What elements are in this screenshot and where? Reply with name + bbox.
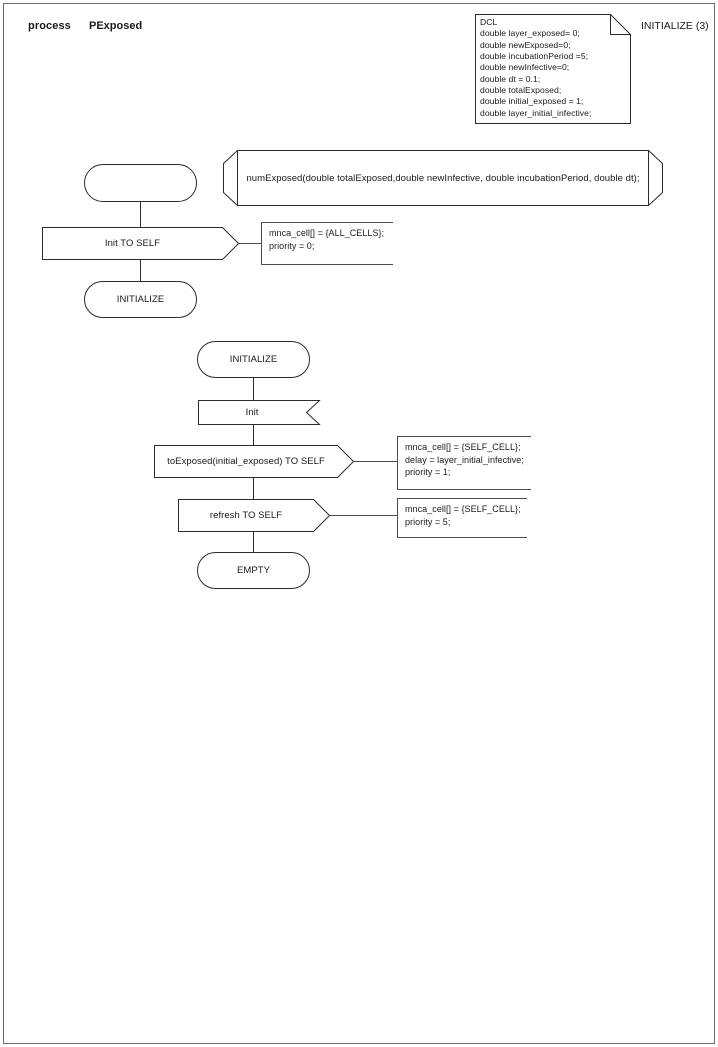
- flow2-comment1-box[interactable]: mnca_cell[] = {SELF_CELL}; delay = layer…: [397, 436, 531, 490]
- procedure-call-symbol[interactable]: numExposed(double totalExposed,double ne…: [223, 150, 663, 206]
- flow1-output-symbol[interactable]: Init TO SELF: [42, 227, 240, 260]
- flow2-state-symbol[interactable]: INITIALIZE: [197, 341, 310, 378]
- flow1-comment-leader: [238, 243, 262, 244]
- flow2-connector-output1-to-output2: [253, 478, 254, 500]
- flow2-connector-state-to-input: [253, 378, 254, 400]
- flow2-output2-outline: [178, 499, 331, 532]
- flow2-comment1-leader: [353, 461, 398, 462]
- flow2-comment2-leader: [329, 515, 398, 516]
- flow2-connector-input-to-output1: [253, 425, 254, 445]
- flow2-output1-symbol[interactable]: toExposed(initial_exposed) TO SELF: [154, 445, 355, 478]
- flow1-comment-box[interactable]: mnca_cell[] = {ALL_CELLS}; priority = 0;: [261, 222, 393, 265]
- flow2-output1-outline: [154, 445, 355, 478]
- flow2-input-symbol[interactable]: Init: [198, 400, 321, 425]
- flow2-end-state-symbol[interactable]: EMPTY: [197, 552, 310, 589]
- flow2-comment2-text: mnca_cell[] = {SELF_CELL}; priority = 5;: [405, 504, 521, 527]
- flow1-start-symbol[interactable]: [84, 164, 197, 202]
- flow2-input-outline: [198, 400, 321, 425]
- process-name: PExposed: [89, 20, 143, 32]
- diagram-page: process PExposed INITIALIZE (3) DCL doub…: [3, 3, 715, 1044]
- flow1-connector-output-to-state: [140, 260, 141, 282]
- page-reference-label: INITIALIZE (3): [641, 20, 709, 32]
- dcl-text: DCL double layer_exposed= 0; double newE…: [480, 17, 592, 118]
- flow2-output2-symbol[interactable]: refresh TO SELF: [178, 499, 331, 532]
- flow2-connector-output2-to-state: [253, 532, 254, 553]
- flow1-start-outline: [84, 164, 197, 202]
- flow2-comment2-box[interactable]: mnca_cell[] = {SELF_CELL}; priority = 5;: [397, 498, 527, 538]
- flow2-comment1-text: mnca_cell[] = {SELF_CELL}; delay = layer…: [405, 442, 524, 477]
- flow1-connector-start-to-output: [140, 202, 141, 228]
- process-keyword: process: [28, 20, 71, 32]
- flow2-end-state-outline: [197, 552, 310, 589]
- flow1-output-outline: [42, 227, 240, 260]
- dcl-box-outline: [475, 14, 631, 124]
- flow1-comment-text: mnca_cell[] = {ALL_CELLS}; priority = 0;: [269, 228, 385, 251]
- flow1-state-outline: [84, 281, 197, 318]
- flow2-state-outline: [197, 341, 310, 378]
- dcl-declaration-box[interactable]: DCL double layer_exposed= 0; double newE…: [475, 14, 631, 124]
- procedure-call-outline: [223, 150, 663, 206]
- flow1-state-symbol[interactable]: INITIALIZE: [84, 281, 197, 318]
